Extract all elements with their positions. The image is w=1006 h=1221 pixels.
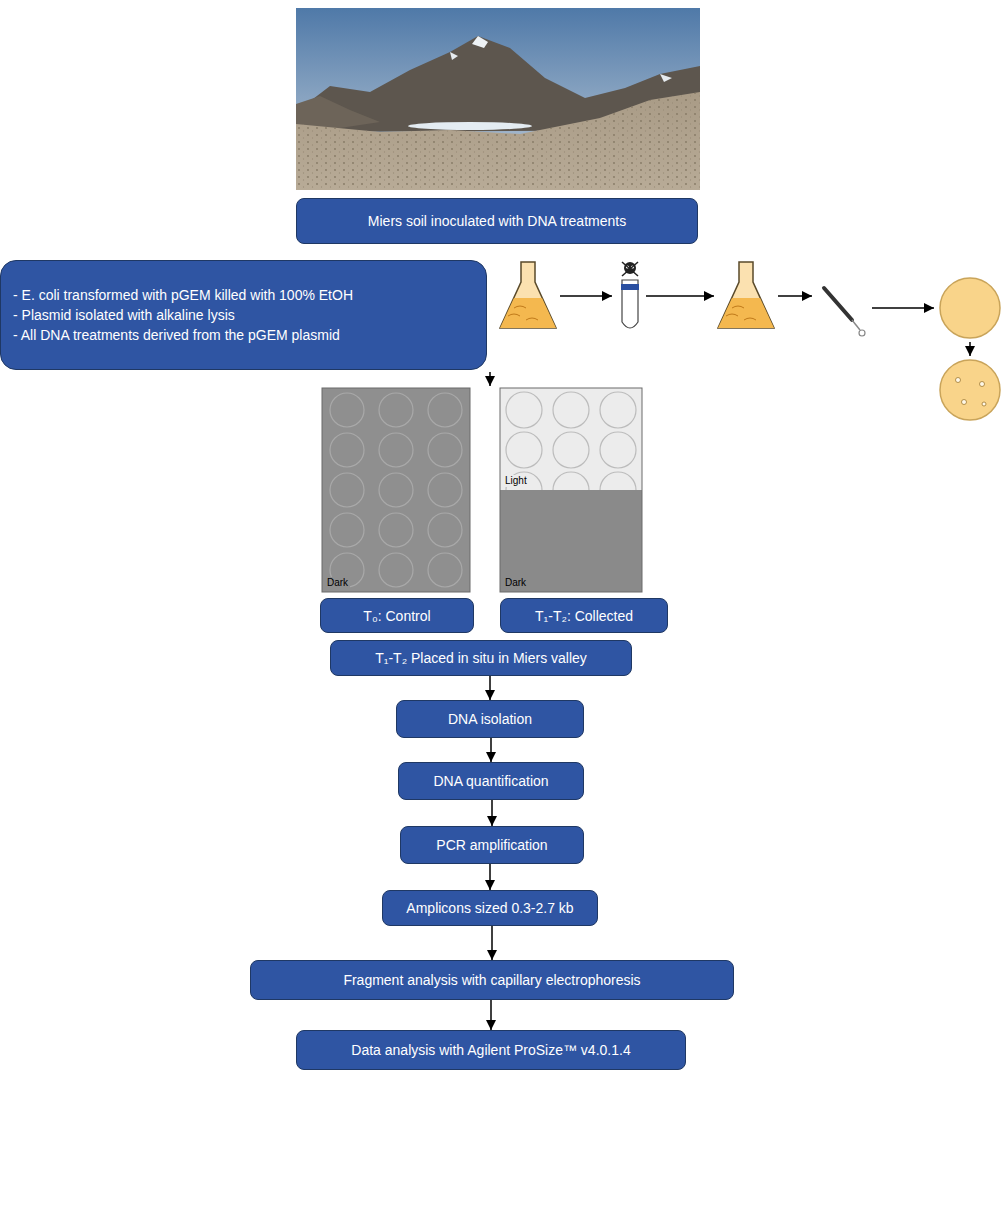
box-text: T₀: Control [363,606,430,626]
process-box: - E. coli transformed with pGEM killed w… [0,260,487,370]
box-text: Amplicons sized 0.3-2.7 kb [406,898,573,918]
plate-label: Light [503,475,529,487]
petri-dish [940,278,1000,338]
process-box: Data analysis with Agilent ProSize™ v4.0… [296,1030,686,1070]
process-box: PCR amplification [400,826,584,864]
flow-arrow [489,864,491,890]
process-box: Fragment analysis with capillary electro… [250,960,734,1000]
box-text: DNA isolation [448,709,532,729]
box-text: T₁-T₂ Placed in situ in Miers valley [375,648,587,668]
process-box: T₁-T₂: Collected [500,598,668,633]
landscape-photo [296,8,700,190]
step-arrow [560,295,612,297]
flow-arrow [490,1000,492,1030]
culture-flask [718,262,774,328]
process-box: DNA isolation [396,700,584,738]
step-arrow [872,307,934,309]
plate-label: Dark [325,577,350,589]
box-text: Miers soil inoculated with DNA treatment… [368,211,626,231]
well-plate-light-dark [500,388,642,592]
flow-arrow [490,738,492,762]
box-text: - All DNA treatments derived from the pG… [13,325,340,345]
box-text: Data analysis with Agilent ProSize™ v4.0… [351,1040,630,1060]
box-text: DNA quantification [433,771,548,791]
flow-arrow [491,800,493,826]
step-arrow [489,372,491,386]
process-box: DNA quantification [398,762,584,800]
box-text: Fragment analysis with capillary electro… [343,970,640,990]
well-plate-dark [322,388,470,592]
step-arrow [646,295,714,297]
flow-arrow [489,676,491,700]
box-text: - E. coli transformed with pGEM killed w… [13,285,353,305]
step-arrow [969,342,971,356]
ethanol-tube [621,262,639,328]
process-box: T₀: Control [320,598,474,633]
box-text: PCR amplification [436,835,547,855]
plate-label: Dark [503,577,528,589]
box-text: - Plasmid isolated with alkaline lysis [13,305,235,325]
culture-flask [500,262,556,328]
process-box: Amplicons sized 0.3-2.7 kb [382,890,598,926]
flow-arrow [491,926,493,960]
inoculation-loop [824,288,865,336]
process-box: T₁-T₂ Placed in situ in Miers valley [330,640,632,676]
process-box: Miers soil inoculated with DNA treatment… [296,198,698,244]
petri-dish-colonies [940,360,1000,420]
step-arrow [778,295,812,297]
box-text: T₁-T₂: Collected [535,606,633,626]
